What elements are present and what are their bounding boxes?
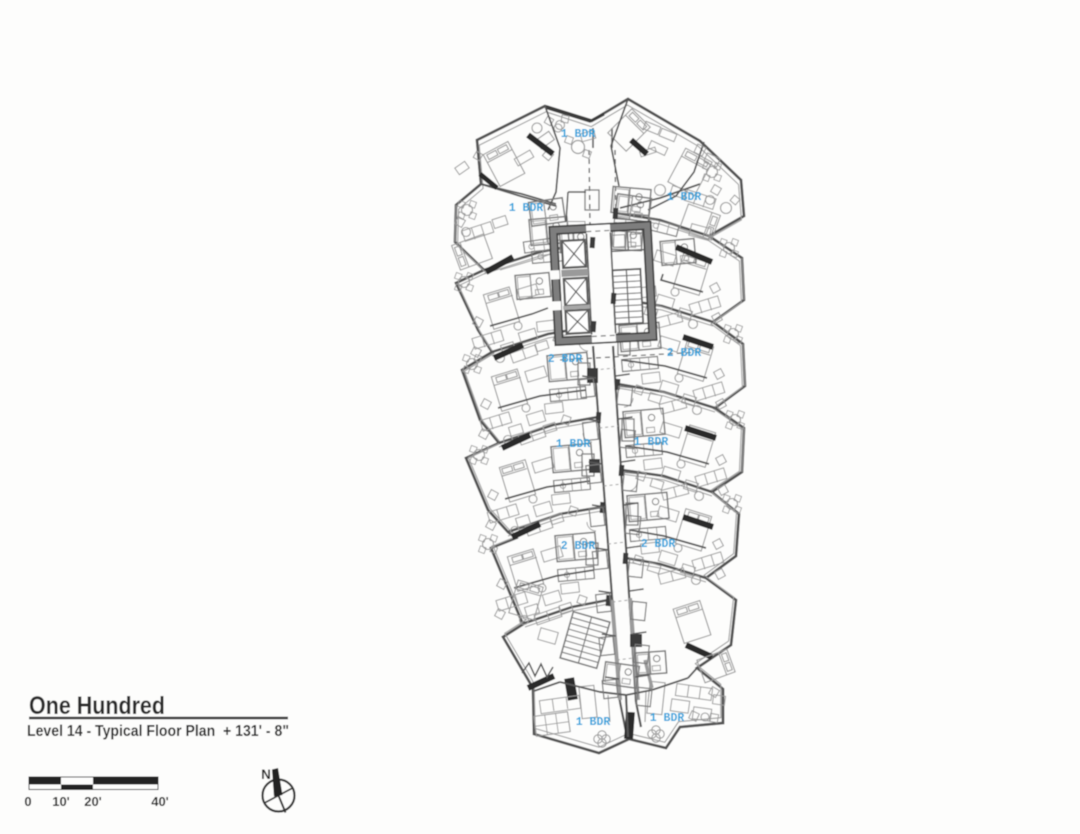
svg-text:Level 14 - Typical Floor Plan: Level 14 - Typical Floor Plan + 131' - 8… [27,723,289,740]
svg-text:1 BDR: 1 BDR [634,436,669,449]
svg-text:1 BDR: 1 BDR [650,712,685,725]
svg-text:2 BDR: 2 BDR [667,347,702,360]
svg-text:1 BDR: 1 BDR [509,202,544,215]
svg-text:1 BDR: 1 BDR [561,128,596,141]
svg-text:1 BDR: 1 BDR [667,191,702,204]
svg-text:0: 0 [24,794,31,809]
svg-text:2 BDR: 2 BDR [548,353,583,366]
svg-text:1 BDR: 1 BDR [576,716,611,729]
svg-text:40': 40' [151,794,169,809]
svg-text:20': 20' [84,794,102,809]
svg-text:1 BDR: 1 BDR [556,438,591,451]
svg-text:2 BDR: 2 BDR [641,538,676,551]
svg-text:10': 10' [52,794,70,809]
svg-text:One Hundred: One Hundred [29,692,165,720]
svg-text:N: N [261,767,271,782]
svg-text:2 BDR: 2 BDR [561,540,596,553]
